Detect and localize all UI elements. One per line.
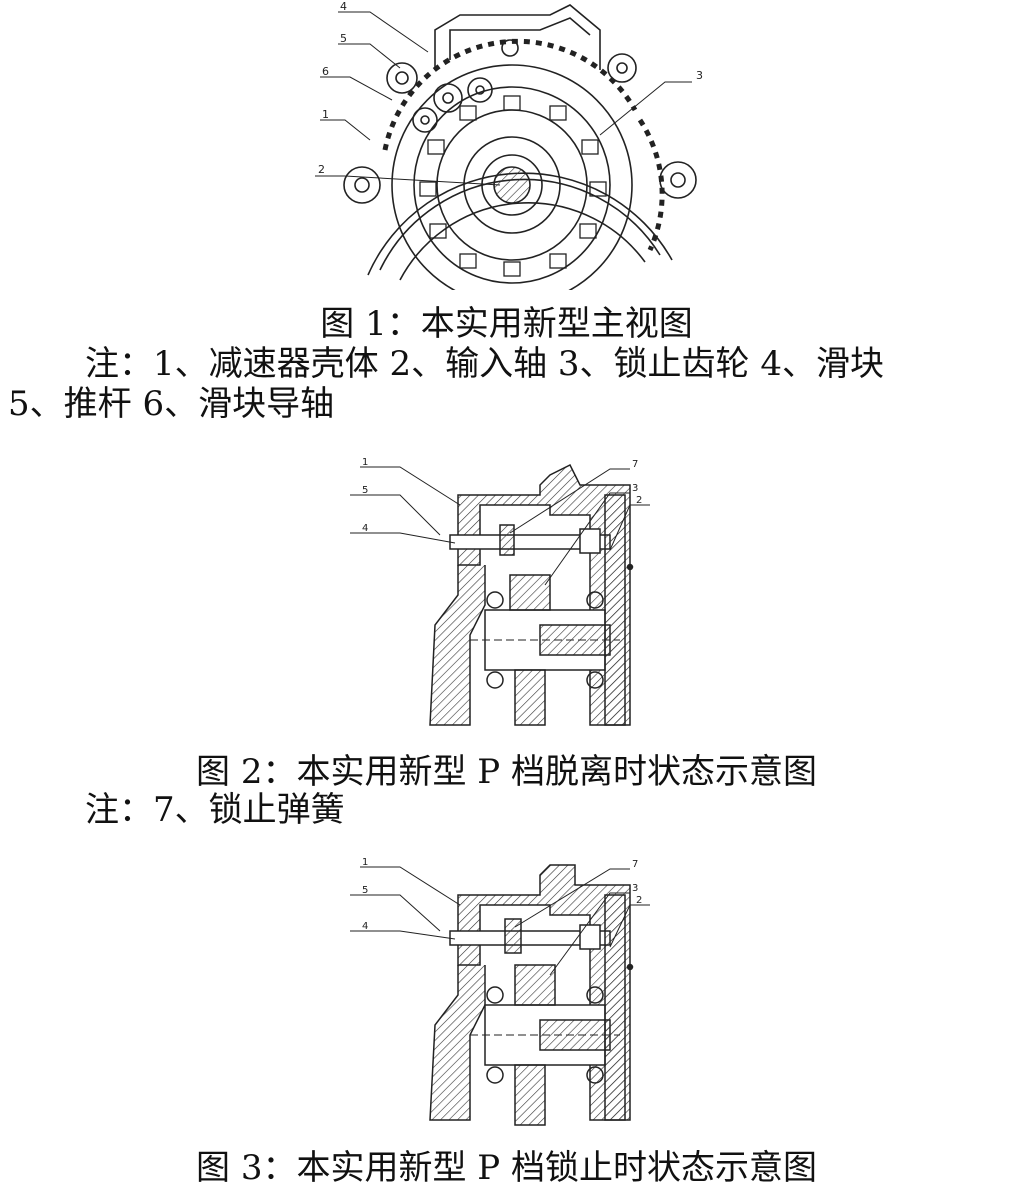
figure-1-front-view: 4 5 6 1 2 3 xyxy=(315,0,703,290)
fig1-callout-2: 2 xyxy=(318,163,325,176)
fig1-callout-4: 4 xyxy=(340,0,347,13)
fig3-callout-3: 3 xyxy=(632,883,638,894)
fig2-callout-3: 3 xyxy=(632,483,638,494)
figure-1-caption: 图 1：本实用新型主视图 xyxy=(320,304,693,344)
fig3-callout-7: 7 xyxy=(632,859,638,870)
fig2-callout-5: 5 xyxy=(362,485,368,496)
fig1-callout-5: 5 xyxy=(340,32,347,45)
fig2-callout-2: 2 xyxy=(636,495,642,506)
fig2-callout-1: 1 xyxy=(362,457,368,468)
figure-2-disengaged-section: 1 5 4 7 3 2 xyxy=(350,457,650,726)
fig1-callout-3: 3 xyxy=(696,69,703,82)
figure-2-caption: 图 2：本实用新型 P 档脱离时状态示意图 xyxy=(196,752,817,792)
fig3-callout-1: 1 xyxy=(362,857,368,868)
figure-1-note-line-2: 5、推杆 6、滑块导轴 xyxy=(8,384,335,424)
fig1-callout-6: 6 xyxy=(322,65,329,78)
fig1-callout-1: 1 xyxy=(322,108,329,121)
figure-1-note-line-1: 注：1、减速器壳体 2、输入轴 3、锁止齿轮 4、滑块 xyxy=(85,344,884,384)
figure-3-locked-section: 1 5 4 7 3 2 xyxy=(350,857,650,1126)
figure-3-caption: 图 3：本实用新型 P 档锁止时状态示意图 xyxy=(196,1148,817,1188)
figure-2-note: 注：7、锁止弹簧 xyxy=(85,790,345,830)
fig2-callout-7: 7 xyxy=(632,459,638,470)
fig3-callout-4: 4 xyxy=(362,921,368,932)
fig2-callout-4: 4 xyxy=(362,523,368,534)
fig3-callout-5: 5 xyxy=(362,885,368,896)
fig3-callout-2: 2 xyxy=(636,895,642,906)
